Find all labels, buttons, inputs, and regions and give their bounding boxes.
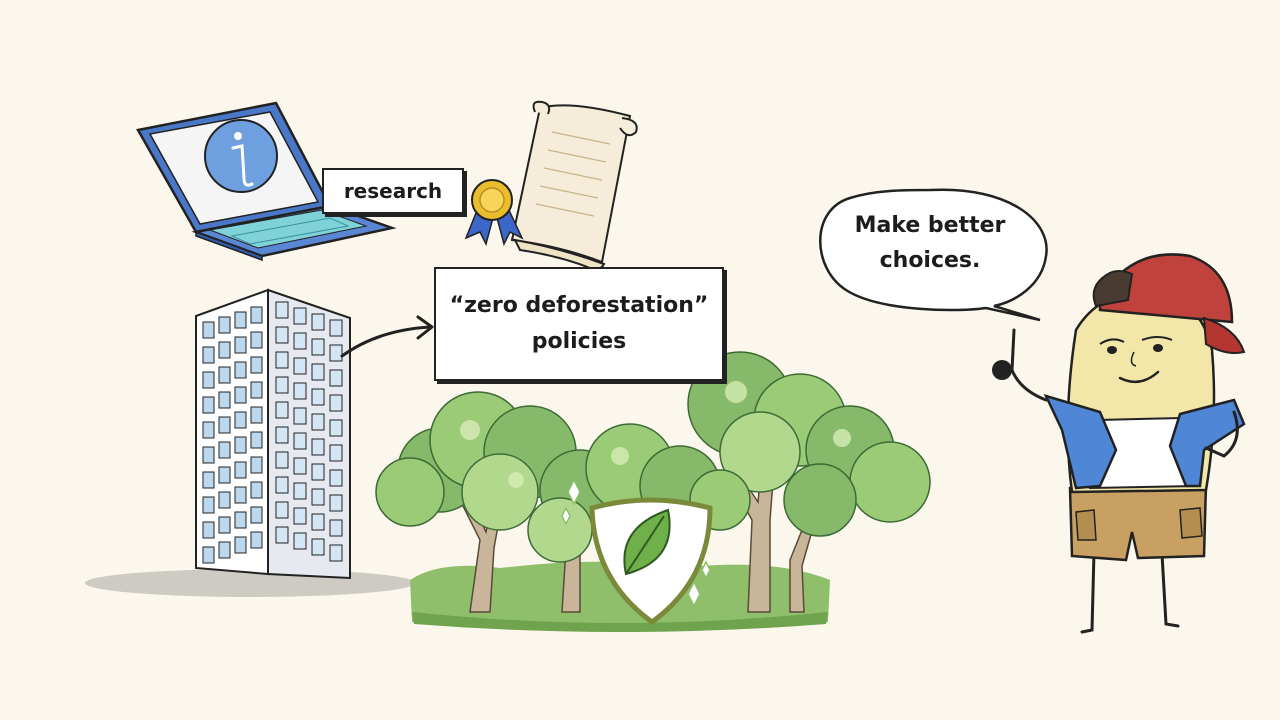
shield-leaf-icon [561,478,713,626]
speech-line2: choices. [879,248,981,274]
laptop-illustration [136,101,397,262]
policy-label-line2: policies [531,329,627,354]
speech-bubble [819,188,1048,322]
research-label-text: research [343,179,443,203]
character-illustration [992,253,1246,634]
speech-bubble-text: Make better choices. [820,208,1040,278]
info-icon [204,119,278,193]
arrow-icon [340,325,432,358]
scroll-illustration [510,100,638,271]
speech-line1: Make better [854,213,1006,238]
research-label: research [322,168,464,214]
forest-illustration [375,351,931,632]
award-ribbon-icon [464,179,524,247]
policy-label: “zero deforestation” policies [434,267,724,381]
office-building-illustration [85,288,415,597]
policy-label-line1: “zero deforestation” [449,292,709,318]
